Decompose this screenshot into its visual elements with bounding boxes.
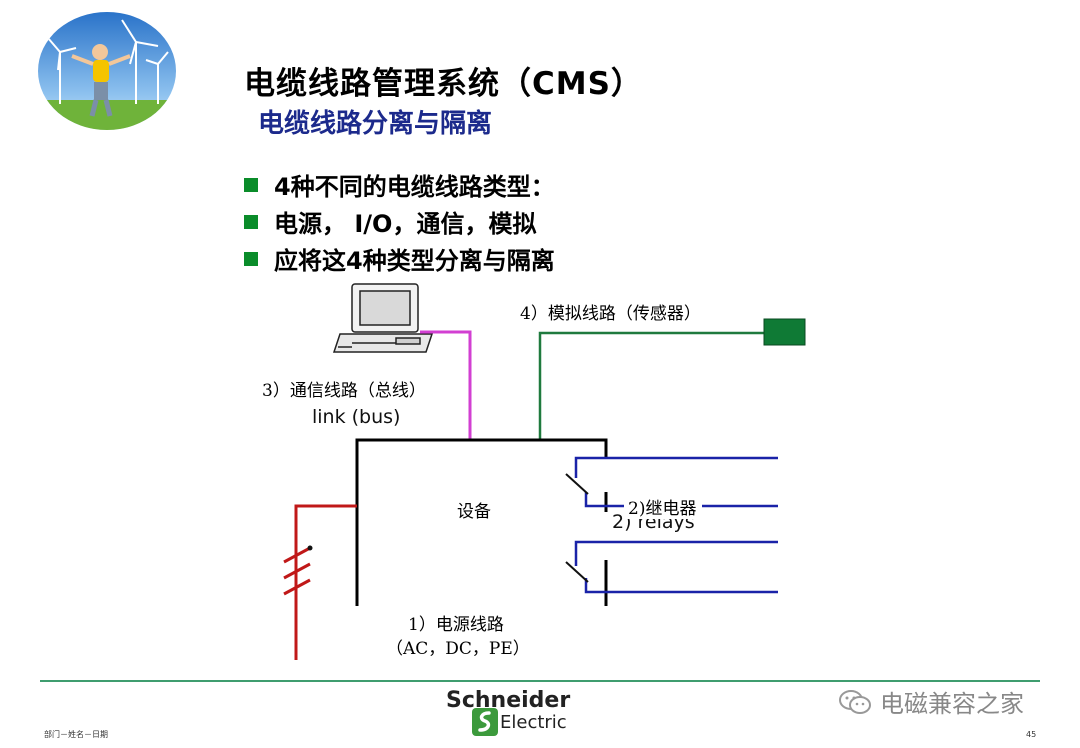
watermark-text: 电磁兼容之家 xyxy=(880,690,1024,718)
relay-label: 2)继电器 xyxy=(624,494,703,519)
bullet-square-icon xyxy=(244,214,258,229)
comm-label-en: link (bus) xyxy=(312,406,401,428)
relay-lines xyxy=(574,456,778,594)
bullet-item: 应将这4种类型分离与隔离 xyxy=(244,240,555,277)
comm-line xyxy=(420,330,472,440)
page-title: 电缆线路管理系统（CMS） xyxy=(244,66,643,102)
bullet-item: 4种不同的电缆线路类型： xyxy=(244,166,555,203)
wechat-icon xyxy=(839,689,871,714)
footer-divider xyxy=(40,680,1040,682)
analog-line xyxy=(538,331,764,440)
power-sub-label: （AC，DC，PE） xyxy=(386,639,530,659)
bullet-item: 电源， I/O，通信，模拟 xyxy=(244,203,555,240)
bullet-list: 4种不同的电缆线路类型： 电源， I/O，通信，模拟 应将这4种类型分离与隔离 xyxy=(244,166,555,277)
computer-icon xyxy=(332,283,434,353)
watermark: 电磁兼容之家 xyxy=(838,684,1024,719)
bullet-text: 电源， I/O，通信，模拟 xyxy=(274,210,537,238)
sensor-box xyxy=(763,318,806,346)
schneider-logo-icon xyxy=(472,708,498,740)
page-number: 45 xyxy=(1026,730,1037,739)
device-label: 设备 xyxy=(457,502,491,522)
brand-subname: Electric xyxy=(500,712,567,733)
bullet-text: 4种不同的电缆线路类型： xyxy=(274,173,555,201)
power-line xyxy=(283,504,357,660)
bullet-square-icon xyxy=(244,251,258,266)
page-subtitle: 电缆线路分离与隔离 xyxy=(258,109,493,139)
power-label: 1）电源线路 xyxy=(408,615,504,635)
bullet-square-icon xyxy=(244,177,258,192)
footer-info: 部门－姓名－日期 xyxy=(44,730,108,739)
relay-switch-icon xyxy=(565,473,589,583)
bullet-text: 应将这4种类型分离与隔离 xyxy=(274,247,555,275)
analog-label: 4）模拟线路（传感器） xyxy=(520,304,701,324)
comm-label: 3）通信线路（总线） xyxy=(262,381,426,401)
device-box xyxy=(355,438,608,606)
brand-name: Schneider xyxy=(446,688,571,713)
